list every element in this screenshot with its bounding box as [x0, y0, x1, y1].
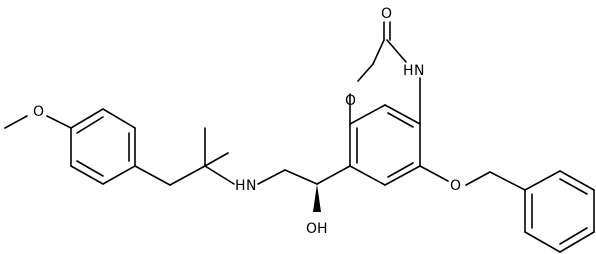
phenyl-bond — [524, 170, 561, 191]
ring-ch2-bond — [134, 165, 171, 186]
hydroxyl-wedge-bond — [313, 184, 321, 212]
benzyloxy-group — [419, 165, 595, 253]
phenyl-inner-bond — [559, 227, 588, 245]
aromatic-inner-bond — [387, 112, 414, 128]
ch2-choh-bond — [284, 169, 318, 185]
aromatic-bond — [384, 165, 421, 186]
methoxyphenyl-group — [4, 108, 136, 185]
choh-ring-bond — [316, 165, 351, 185]
ring1-inner-bond — [76, 160, 104, 177]
ring-nh-n-label: N — [414, 63, 424, 79]
amine-h-label: H — [235, 178, 246, 194]
ring1-bond — [70, 108, 104, 129]
aromatic-bond — [384, 104, 421, 125]
ring1-bond — [102, 165, 136, 185]
phenyl-bond — [559, 170, 595, 191]
ring1-inner-bond — [76, 116, 104, 134]
o-ch2-bond — [357, 63, 374, 82]
phenyl-inner-bond — [559, 178, 588, 195]
methoxy-oxygen-label: O — [33, 104, 44, 120]
cq-nh-bond — [204, 165, 235, 185]
methyl-methoxy-bond — [4, 115, 28, 129]
ring1-bond — [70, 165, 104, 185]
aromatic-inner-bond — [387, 162, 414, 178]
benzoxazinone-core — [349, 21, 421, 186]
ring-o-bond — [419, 165, 449, 182]
ring1-bond — [102, 108, 136, 129]
cq-methyl-bond — [204, 152, 229, 167]
methoxy-o-ring-bond — [46, 115, 72, 129]
amine-n-label: N — [246, 178, 256, 194]
ring-nh-h-label: H — [403, 63, 414, 79]
aromatic-bond — [349, 165, 386, 186]
aminopropyl-chain — [134, 127, 351, 212]
phenyl-bond — [559, 231, 595, 253]
benzyloxy-oxygen-label: O — [450, 178, 461, 194]
ch2-cq-bond — [169, 165, 206, 186]
ch2-carbonyl-bond — [372, 39, 385, 65]
phenyl-bond — [524, 231, 561, 253]
ch2-phenyl-bond — [489, 171, 526, 191]
carbonyl-nh-bond — [386, 39, 407, 63]
o-ch2-bond — [465, 171, 491, 186]
nh-ch2-bond — [257, 169, 286, 185]
ring-oxygen-label: O — [345, 93, 356, 109]
aromatic-bond — [349, 104, 386, 125]
carbonyl-oxygen-label: O — [381, 6, 392, 22]
hydroxyl-label: OH — [306, 221, 328, 237]
